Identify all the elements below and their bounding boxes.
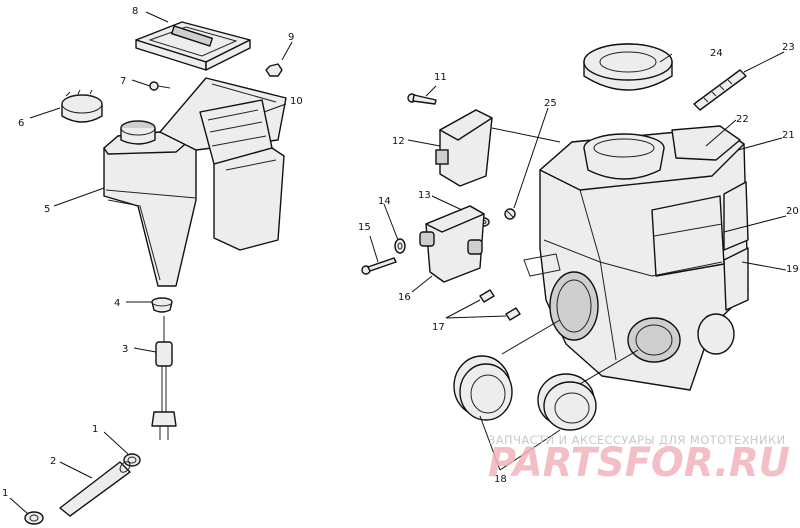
callout-1-lower: 1 <box>2 488 8 499</box>
callout-2: 2 <box>50 456 56 467</box>
callout-18: 18 <box>494 474 507 485</box>
callout-4: 4 <box>114 298 120 309</box>
part-7-screw <box>149 81 171 91</box>
part-10-bracket <box>199 99 285 251</box>
callout-23: 23 <box>782 42 795 53</box>
callout-24: 24 <box>710 48 723 59</box>
part-4-grommet <box>151 297 173 313</box>
part-14-washer <box>394 238 406 254</box>
part-3-filter <box>151 316 177 440</box>
watermark: ЗАПЧАСТИ И АКСЕССУАРЫ ДЛЯ МОТОТЕХНИКИ PA… <box>488 433 790 486</box>
callout-6: 6 <box>18 118 24 129</box>
callout-9: 9 <box>288 32 294 43</box>
airbox-assembly <box>523 125 749 391</box>
callout-16: 16 <box>398 292 411 303</box>
part-6-filler-cap <box>61 89 103 123</box>
part-12-module <box>435 109 493 187</box>
callout-1-upper: 1 <box>92 424 98 435</box>
callout-labels: 8 9 7 6 10 5 4 3 1 2 1 11 12 13 14 15 16… <box>2 6 799 499</box>
part-8-tank-cover <box>135 21 251 71</box>
part-18-boot-left <box>453 355 513 421</box>
part-25-screw <box>504 208 516 220</box>
part-16-ignition-coil <box>419 205 485 283</box>
callout-12: 12 <box>392 136 405 147</box>
part-9-nut <box>265 63 283 77</box>
callout-19: 19 <box>786 264 799 275</box>
part-2-hose <box>59 461 131 517</box>
part-24-foam-ring <box>583 43 673 91</box>
part-1-clamp-upper <box>123 453 141 467</box>
watermark-logo: PARTSFOR.RU <box>488 440 790 486</box>
callout-13: 13 <box>418 190 431 201</box>
callout-8: 8 <box>132 6 138 17</box>
part-17-fitting-a <box>479 289 495 303</box>
callout-20: 20 <box>786 206 799 217</box>
callout-10: 10 <box>290 96 303 107</box>
callout-14: 14 <box>378 196 391 207</box>
callout-11: 11 <box>434 72 447 83</box>
callout-7: 7 <box>120 76 126 87</box>
callout-15: 15 <box>358 222 371 233</box>
part-15-bolt <box>361 257 397 275</box>
callout-5: 5 <box>44 204 50 215</box>
callout-17: 17 <box>432 322 445 333</box>
leader-lines <box>9 11 787 515</box>
watermark-caption: ЗАПЧАСТИ И АКСЕССУАРЫ ДЛЯ МОТОТЕХНИКИ <box>488 433 786 447</box>
part-11-bolt <box>407 93 437 105</box>
callout-22: 22 <box>736 114 749 125</box>
part-17-fitting-b <box>505 307 521 321</box>
callout-3: 3 <box>122 344 128 355</box>
part-23-strap <box>693 69 747 111</box>
part-18-boot-right <box>537 373 597 431</box>
part-1-clamp-lower <box>24 511 44 525</box>
callout-21: 21 <box>782 130 795 141</box>
callout-25: 25 <box>544 98 557 109</box>
